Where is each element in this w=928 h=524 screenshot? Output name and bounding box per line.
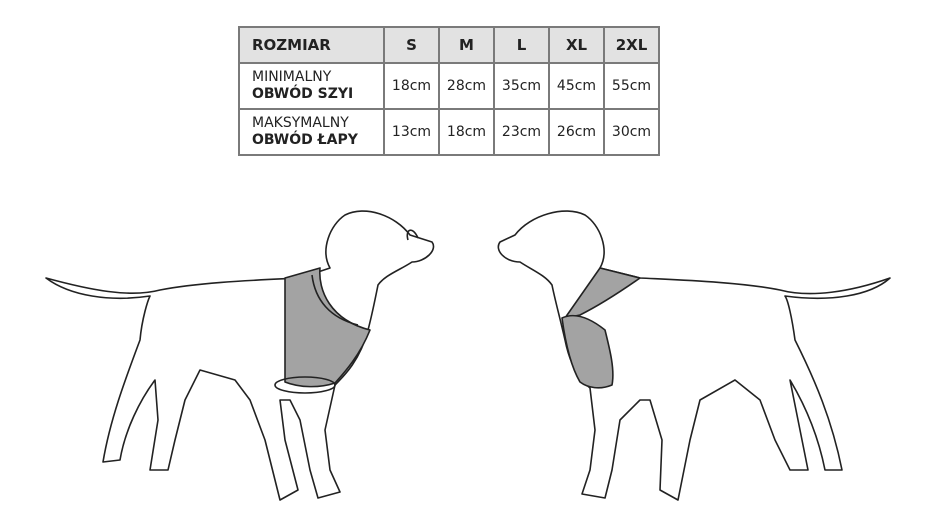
table-cell: 30cm — [603, 108, 660, 156]
vest-shape — [284, 267, 371, 388]
vest-strap — [564, 267, 641, 319]
table-cell: 45cm — [548, 62, 605, 110]
row-label-line1: MINIMALNY — [252, 69, 332, 85]
table-header-row: ROZMIAR S M L XL 2XL — [238, 26, 660, 64]
dog-left-illustration — [45, 210, 435, 501]
table-cell: 35cm — [493, 62, 550, 110]
table-cell: 28cm — [438, 62, 495, 110]
table-cell: 26cm — [548, 108, 605, 156]
table-cell: 55cm — [603, 62, 660, 110]
vest-front — [561, 314, 614, 389]
row-label-line2: OBWÓD ŁAPY — [252, 132, 358, 148]
header-cell: ROZMIAR — [238, 26, 385, 64]
header-cell: XL — [548, 26, 605, 64]
table-cell: 23cm — [493, 108, 550, 156]
dog-right-illustration — [497, 210, 891, 501]
table-cell: 13cm — [383, 108, 440, 156]
table-cell: 18cm — [438, 108, 495, 156]
row-label-line2: OBWÓD SZYI — [252, 86, 354, 102]
table-cell: 18cm — [383, 62, 440, 110]
row-label-line1: MAKSYMALNY — [252, 115, 349, 131]
header-cell: M — [438, 26, 495, 64]
header-cell: 2XL — [603, 26, 660, 64]
header-cell: L — [493, 26, 550, 64]
header-cell: S — [383, 26, 440, 64]
